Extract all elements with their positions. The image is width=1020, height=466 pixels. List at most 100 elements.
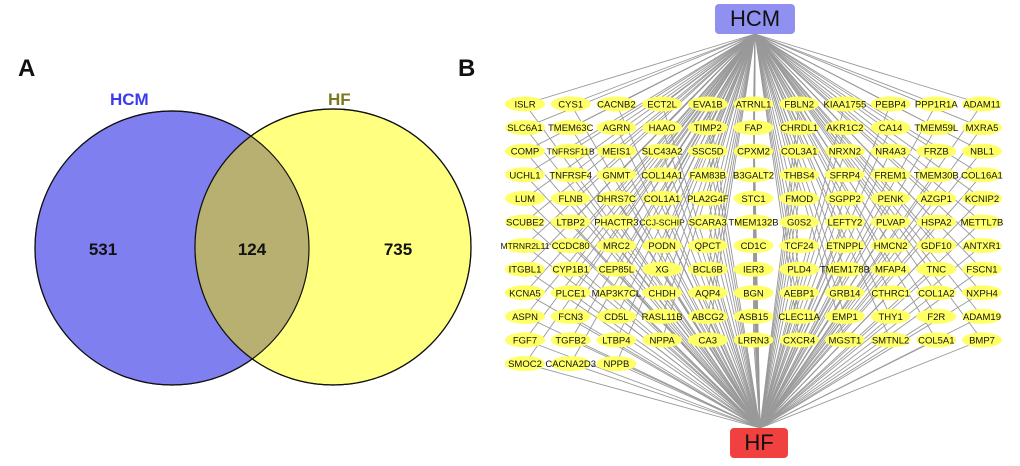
gene-node [642, 261, 683, 277]
gene-node [596, 332, 637, 348]
gene-node [824, 120, 865, 136]
edge [759, 316, 937, 429]
gene-node [870, 143, 911, 159]
gene-label: COL3A1 [781, 147, 817, 158]
gene-node [962, 332, 1002, 348]
gene-node [596, 120, 637, 136]
gene-node [687, 332, 728, 348]
edge [707, 33, 756, 270]
gene-label: NXPH4 [966, 288, 998, 299]
edge [707, 103, 761, 429]
gene-label: LTBP4 [602, 336, 630, 347]
gene-label: LTBP2 [557, 218, 585, 229]
edge [616, 221, 761, 429]
gene-label: COMP [511, 147, 540, 158]
gene-label: MXRA5 [966, 123, 999, 134]
gene-label: FAP [745, 123, 763, 134]
gene-node [733, 96, 774, 112]
edge [524, 363, 761, 429]
gene-label: CACNB2 [597, 100, 636, 111]
edge [615, 103, 761, 429]
gene-label: UCHL1 [509, 170, 540, 181]
edge [616, 33, 756, 128]
venn-label-hf: HF [328, 90, 351, 109]
gene-node [870, 261, 911, 277]
gene-node [550, 120, 591, 136]
count-overlap: 124 [237, 240, 267, 259]
edge [759, 339, 800, 429]
gene-node [824, 190, 865, 206]
gene-node [550, 308, 591, 324]
gene-label: FMOD [785, 194, 813, 205]
gene-node [505, 285, 545, 301]
gene-label: ISLR [514, 100, 535, 111]
edge [759, 245, 891, 429]
gene-label: ASB15 [739, 312, 769, 323]
gene-node [642, 120, 683, 136]
gene-label: CA3 [699, 336, 717, 347]
gene-label: CCDC80 [552, 241, 590, 252]
gene-label: FCN3 [558, 312, 583, 323]
gene-label: FLNB [559, 194, 583, 205]
gene-node [505, 238, 545, 254]
gene-label: ITGBL1 [509, 265, 542, 276]
gene-node [779, 143, 820, 159]
gene-label: PLA2G4F [687, 194, 729, 205]
gene-label: BCL6B [693, 265, 723, 276]
gene-label: AQP4 [695, 288, 720, 299]
edge [616, 174, 761, 429]
gene-label: CYP1B1 [552, 265, 588, 276]
gene-label: MFAP4 [875, 265, 906, 276]
edge [754, 33, 983, 223]
edge [616, 339, 761, 429]
gene-node [870, 332, 911, 348]
edge [707, 339, 761, 429]
gene-label: SMOC2 [508, 359, 542, 370]
gene-node [779, 238, 820, 254]
gene-node [642, 285, 683, 301]
gene-node [779, 332, 820, 348]
edge [661, 339, 761, 429]
gene-node [916, 285, 957, 301]
edge [759, 339, 846, 429]
gene-label: BGN [743, 288, 764, 299]
gene-node [550, 143, 591, 159]
gene-node [642, 143, 683, 159]
gene-node [870, 285, 911, 301]
gene-node [779, 308, 820, 324]
gene-node [505, 214, 545, 230]
gene-label: QPCT [695, 241, 722, 252]
gene-node [779, 96, 820, 112]
gene-label: EVA1B [693, 100, 723, 111]
gene-label: GDF10 [921, 241, 952, 252]
gene-label: F2R [927, 312, 945, 323]
gene-node [505, 190, 545, 206]
edge [759, 221, 937, 429]
gene-node [505, 356, 545, 372]
gene-label: BMP7 [969, 336, 995, 347]
gene-node [962, 285, 1002, 301]
gene-node [779, 120, 820, 136]
gene-label: FGF7 [513, 336, 537, 347]
gene-label: NBL1 [970, 147, 994, 158]
gene-label: ASPN [512, 312, 538, 323]
gene-label: SFRP4 [830, 170, 861, 181]
gene-node [505, 96, 545, 112]
gene-label: MRC2 [603, 241, 630, 252]
gene-node [916, 143, 957, 159]
edge [524, 221, 761, 429]
gene-node [962, 238, 1002, 254]
gene-label: PHACTR3 [594, 218, 638, 229]
gene-label: NPPB [603, 359, 629, 370]
gene-label: COL1A2 [918, 288, 954, 299]
edge [754, 33, 983, 270]
gene-node [596, 308, 637, 324]
gene-node [962, 143, 1002, 159]
gene-label: AZGP1 [921, 194, 952, 205]
edge [570, 33, 756, 105]
gene-label: LUM [515, 194, 535, 205]
edge [616, 363, 761, 429]
edge [524, 339, 761, 429]
gene-label: PENK [878, 194, 905, 205]
edge [754, 33, 800, 270]
